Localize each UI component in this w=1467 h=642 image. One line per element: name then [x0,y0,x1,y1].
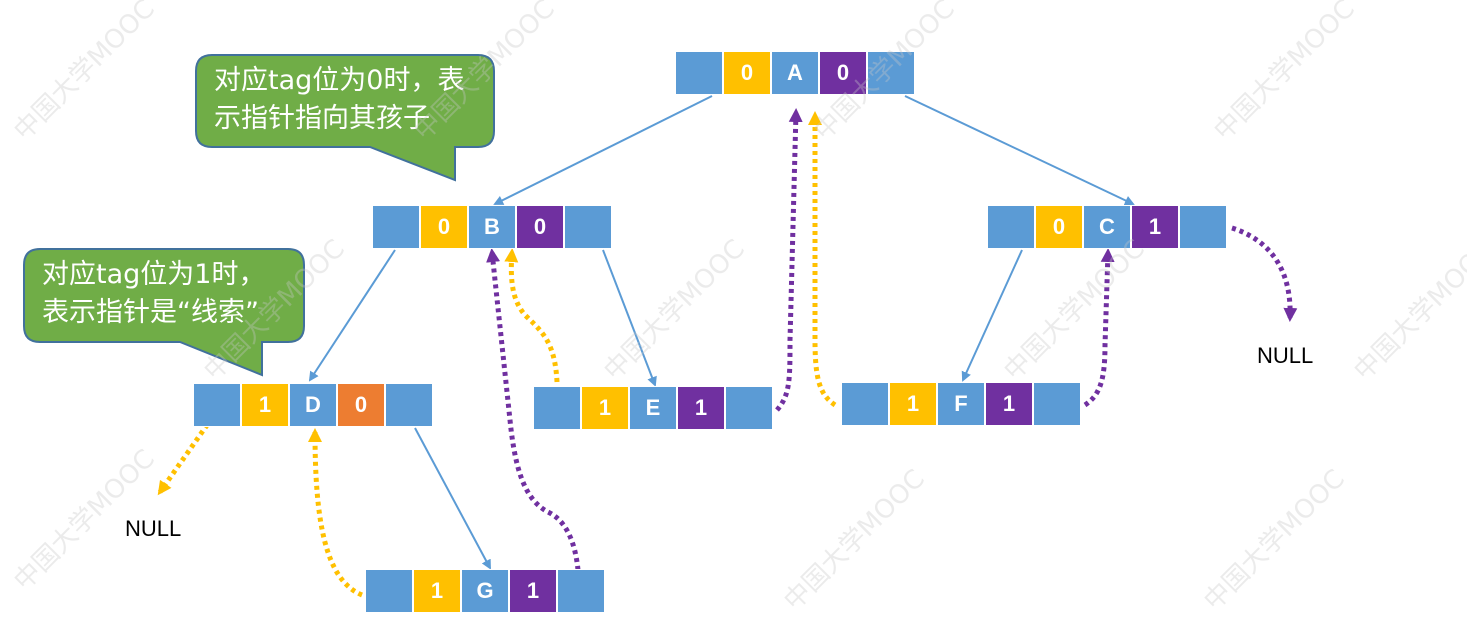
rchild-pointer [867,51,915,95]
node-g: 1 G 1 [365,569,605,613]
ltag-cell: 1 [581,386,629,430]
rchild-pointer [564,205,612,249]
edge-a-b [493,95,713,205]
node-e: 1 E 1 [533,386,773,430]
rchild-pointer [1179,205,1227,249]
lchild-pointer [372,205,420,249]
node-a: 0 A 0 [675,51,915,95]
lchild-pointer [193,383,241,427]
data-cell: D [289,383,337,427]
thread-g-to-d [308,428,364,598]
node-b: 0 B 0 [372,205,612,249]
callout-thread-bubble [23,248,305,377]
node-d: 1 D 0 [193,383,433,427]
edge-d-g [414,427,491,570]
lchild-pointer [533,386,581,430]
rtag-cell: 1 [985,382,1033,426]
callout-child-text: 对应tag位为0时，表 示指针指向其孩子 [214,65,465,134]
data-cell: F [937,382,985,426]
ltag-cell: 0 [420,205,468,249]
thread-c-right-null [1231,225,1298,322]
thread-f-to-a [808,111,837,408]
lchild-pointer [675,51,723,95]
lchild-pointer [987,205,1035,249]
thread-f-to-c [1083,248,1115,408]
callout-child-bubble [195,54,495,182]
data-cell: B [468,205,516,249]
lchild-pointer [365,569,413,613]
ltag-cell: 1 [413,569,461,613]
data-cell: E [629,386,677,430]
rchild-pointer [725,386,773,430]
edge-a-c [904,95,1135,206]
node-f: 1 F 1 [841,382,1081,426]
rtag-cell: 1 [677,386,725,430]
ltag-cell: 1 [241,383,289,427]
rtag-cell: 1 [1131,205,1179,249]
ltag-cell: 1 [889,382,937,426]
edge-b-d [308,249,396,382]
thread-e-to-b [504,248,560,383]
rtag-cell: 0 [516,205,564,249]
rtag-cell: 0 [819,51,867,95]
lchild-pointer [841,382,889,426]
rchild-pointer [1033,382,1081,426]
data-cell: G [461,569,509,613]
rtag-cell: 0 [337,383,385,427]
null-label-d-left: NULL [125,516,182,541]
rchild-pointer [557,569,605,613]
thread-d-left-null [157,416,215,496]
thread-e-to-a [775,108,803,412]
ltag-cell: 0 [1035,205,1083,249]
ltag-cell: 0 [723,51,771,95]
node-c: 0 C 1 [987,205,1227,249]
edge-c-f [961,249,1023,382]
callout-thread-text: 对应tag位为1时， 表示指针是“线索” [42,259,266,328]
rchild-pointer [385,383,433,427]
data-cell: C [1083,205,1131,249]
edge-b-e [602,249,657,387]
thread-g-to-b [486,248,581,571]
null-label-c-right: NULL [1257,343,1314,368]
rtag-cell: 1 [509,569,557,613]
data-cell: A [771,51,819,95]
